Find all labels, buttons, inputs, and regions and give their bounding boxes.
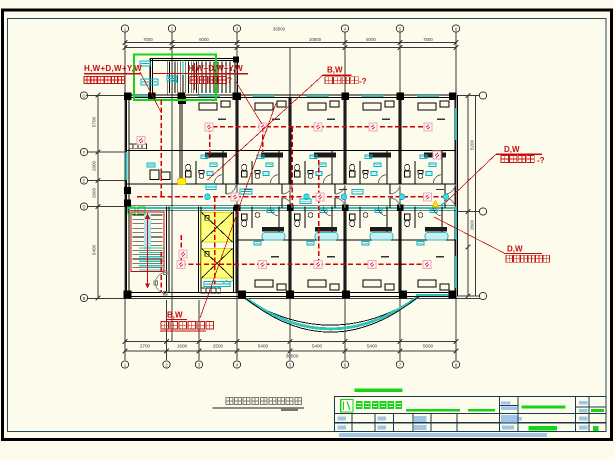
svg-text:5: 5 (289, 362, 292, 367)
svg-text:10800: 10800 (309, 37, 322, 42)
svg-text:5400: 5400 (258, 344, 269, 349)
svg-text:2: 2 (165, 362, 168, 367)
svg-text:7: 7 (399, 362, 402, 367)
svg-text:D: D (82, 204, 85, 209)
svg-text:2600: 2600 (470, 219, 475, 230)
svg-text:36500: 36500 (273, 27, 286, 32)
svg-text:H,W+D,W+Y,W: H,W+D,W+Y,W (188, 64, 243, 73)
svg-text:2600: 2600 (92, 187, 97, 198)
svg-text:D,W: D,W (507, 245, 523, 254)
svg-text:E: E (83, 178, 86, 183)
svg-text:5700: 5700 (92, 116, 97, 127)
svg-text:7500: 7500 (423, 37, 433, 42)
svg-text:2700: 2700 (140, 344, 151, 349)
svg-text:5400: 5400 (92, 244, 97, 255)
svg-text:1: 1 (124, 362, 127, 367)
svg-text:6000: 6000 (199, 37, 209, 42)
svg-text:1: 1 (124, 26, 127, 31)
svg-text:5400: 5400 (312, 344, 323, 349)
svg-text:2: 2 (171, 26, 174, 31)
svg-text:B: B (83, 296, 86, 301)
svg-text:3: 3 (198, 362, 201, 367)
svg-text:6: 6 (344, 362, 347, 367)
svg-text:5: 5 (399, 26, 402, 31)
svg-text:4: 4 (344, 26, 347, 31)
svg-text:B,W: B,W (167, 311, 183, 320)
svg-text:5600: 5600 (423, 344, 434, 349)
svg-text:6: 6 (455, 26, 458, 31)
svg-text:5400: 5400 (367, 344, 378, 349)
svg-text:36500: 36500 (286, 354, 299, 359)
svg-text:8: 8 (455, 362, 458, 367)
svg-text:2500: 2500 (213, 344, 224, 349)
svg-text:1600: 1600 (177, 344, 188, 349)
svg-text:?: ? (227, 76, 232, 85)
svg-text:5200: 5200 (470, 139, 475, 150)
svg-text:3: 3 (236, 26, 239, 31)
svg-text:4: 4 (236, 362, 239, 367)
svg-text:F: F (83, 150, 86, 155)
svg-text:G: G (82, 93, 85, 98)
svg-text:2800: 2800 (92, 160, 97, 171)
svg-text:B,W: B,W (327, 66, 343, 75)
svg-text:6000: 6000 (366, 37, 376, 42)
svg-text:-?: -? (359, 77, 367, 86)
svg-text:H,W+D,W+Y,W: H,W+D,W+Y,W (84, 64, 142, 73)
svg-text:-?: -? (537, 156, 545, 165)
svg-text:D,W: D,W (504, 145, 520, 154)
svg-text:7000: 7000 (143, 37, 153, 42)
